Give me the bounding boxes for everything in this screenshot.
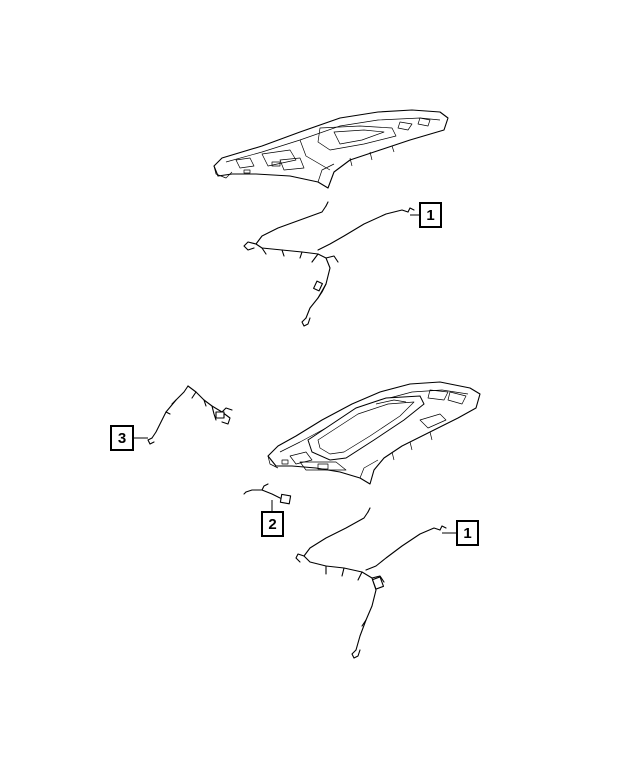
wiring-harness-side — [147, 385, 233, 445]
wiring-jumper — [243, 483, 292, 505]
headliner-sunroof — [267, 381, 481, 485]
headliner-top — [213, 109, 449, 189]
wiring-harness-top — [243, 201, 415, 327]
callout-label: 2 — [268, 516, 276, 533]
callout-label: 3 — [118, 430, 126, 447]
callout-label: 1 — [426, 207, 434, 224]
callout-label: 1 — [463, 525, 471, 542]
wiring-harness-bottom — [295, 507, 447, 659]
callout-bottom-harness: 1 — [442, 520, 479, 546]
callout-jumper: 2 — [261, 500, 284, 537]
callout-top-harness: 1 — [410, 202, 442, 228]
callout-side-harness: 3 — [110, 425, 148, 451]
